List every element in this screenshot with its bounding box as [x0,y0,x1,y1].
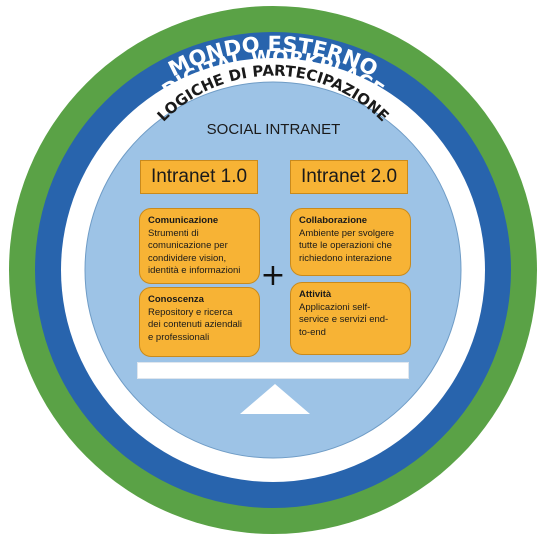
card-title: Attività [299,289,332,300]
card-collaborazione: Collaborazione Ambiente per svolgere tut… [290,208,411,276]
card-title: Collaborazione [299,215,368,226]
card-title: Conoscenza [148,294,204,305]
social-intranet-title: SOCIAL INTRANET [206,121,341,138]
card-text: Strumenti di comunicazione per condivide… [148,227,241,277]
card-text: Ambiente per svolgere tutte le operazion… [299,227,395,264]
card-conoscenza: Conoscenza Repository e ricerca dei cont… [139,287,260,357]
card-text: Repository e ricerca dei contenuti azien… [148,306,243,343]
card-comunicazione: Comunicazione Strumenti di comunicazione… [139,208,260,284]
card-title: Comunicazione [148,215,219,226]
intranet-1-header: Intranet 1.0 [140,160,258,194]
card-attivita: Attività Applicazioni self- service e se… [290,282,411,355]
balance-beam [137,362,409,379]
balance-fulcrum [240,384,310,414]
intranet-2-header: Intranet 2.0 [290,160,408,194]
plus-sign: + [260,258,286,293]
card-text: Applicazioni self- service e servizi end… [299,301,389,338]
